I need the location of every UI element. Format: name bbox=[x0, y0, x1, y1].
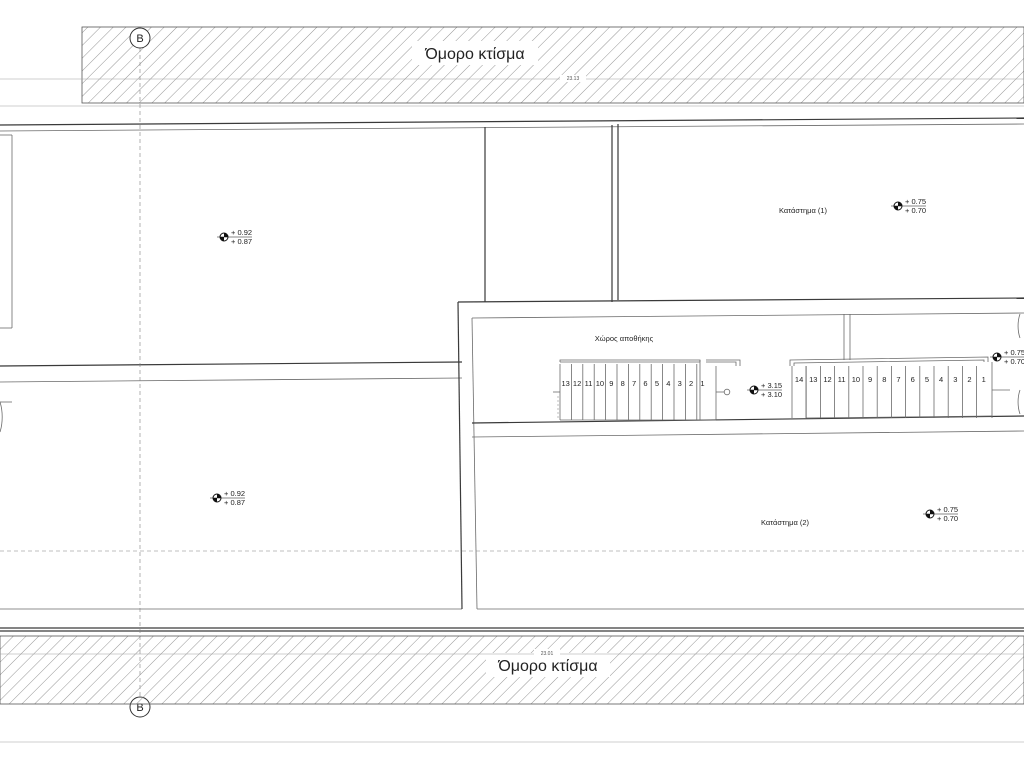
room-label-shop-1: Κατάστημα (1) bbox=[779, 206, 828, 215]
stair-step-number: 3 bbox=[678, 379, 682, 388]
svg-text:B: B bbox=[136, 702, 143, 714]
stair-step-number: 8 bbox=[621, 379, 625, 388]
stair-step-number: 13 bbox=[809, 375, 817, 384]
stair-step-number: 14 bbox=[795, 375, 803, 384]
stair-step-number: 6 bbox=[911, 375, 915, 384]
stair-step-number: 2 bbox=[689, 379, 693, 388]
elevation-lower: + 0.70 bbox=[1004, 357, 1024, 366]
stair-step-number: 12 bbox=[823, 375, 831, 384]
stair-step-number: 9 bbox=[868, 375, 872, 384]
axis-marker-top: B bbox=[129, 27, 151, 49]
stair-step-number: 2 bbox=[967, 375, 971, 384]
elevation-upper: + 0.92 bbox=[231, 228, 252, 237]
stair-step-number: 11 bbox=[585, 379, 593, 388]
stair-step-number: 10 bbox=[596, 379, 604, 388]
room-label-storage: Χώρος αποθήκης bbox=[595, 334, 654, 343]
stair-step-number: 9 bbox=[609, 379, 613, 388]
stair-step-number: 7 bbox=[632, 379, 636, 388]
elevation-lower: + 0.70 bbox=[937, 514, 958, 523]
stair-step-number: 5 bbox=[655, 379, 659, 388]
wall-north-outer bbox=[0, 117, 1024, 126]
stair-step-number: 1 bbox=[700, 379, 704, 388]
stair-step-number: 5 bbox=[925, 375, 929, 384]
elevation-upper: + 0.75 bbox=[1004, 348, 1024, 357]
stair-step-number: 3 bbox=[953, 375, 957, 384]
dimension-top: 23.13 bbox=[567, 76, 580, 82]
elevation-marker: + 3.15 + 3.10 bbox=[747, 381, 782, 399]
svg-text:B: B bbox=[136, 33, 143, 45]
stair-step-number: 12 bbox=[573, 379, 581, 388]
elevation-marker: + 0.92 + 0.87 bbox=[210, 489, 245, 507]
stair-step-number: 8 bbox=[882, 375, 886, 384]
stair-step-number: 7 bbox=[896, 375, 900, 384]
elevation-upper: + 0.75 bbox=[937, 505, 958, 514]
neighbor-building-top-hatch bbox=[81, 26, 1024, 104]
neighbor-label-top: Όμορο κτίσμα bbox=[424, 46, 524, 63]
neighbor-label-top-box bbox=[412, 41, 538, 65]
elevation-lower: + 0.87 bbox=[224, 498, 245, 507]
stair-step-number: 4 bbox=[939, 375, 943, 384]
elevation-lower: + 0.70 bbox=[905, 206, 926, 215]
stair-step-number: 6 bbox=[643, 379, 647, 388]
room-label-shop-2: Κατάστημα (2) bbox=[761, 518, 810, 527]
elevation-upper: + 0.75 bbox=[905, 197, 926, 206]
elevation-marker: + 0.75 + 0.70 bbox=[923, 505, 958, 523]
elevation-lower: + 0.87 bbox=[231, 237, 252, 246]
stair-step-number: 4 bbox=[666, 379, 670, 388]
elevation-upper: + 3.15 bbox=[761, 381, 782, 390]
stair-step-number: 10 bbox=[852, 375, 860, 384]
elevation-upper: + 0.92 bbox=[224, 489, 245, 498]
elevation-marker: + 0.92 + 0.87 bbox=[217, 228, 252, 246]
elevation-lower: + 3.10 bbox=[761, 390, 782, 399]
neighbor-label-bottom: Όμορο κτίσμα bbox=[497, 658, 597, 675]
stair-step-number: 13 bbox=[562, 379, 570, 388]
stair-step-number: 11 bbox=[838, 375, 846, 384]
elevation-marker: + 0.75 + 0.70 bbox=[990, 348, 1024, 366]
dimension-bottom: 23.01 bbox=[541, 651, 554, 657]
stair-right: 14 13 12 11 10 9 8 7 6 5 4 3 2 1 bbox=[789, 356, 1010, 419]
elevation-marker: + 0.75 + 0.70 bbox=[891, 197, 926, 215]
stair-step-number: 1 bbox=[982, 375, 986, 384]
